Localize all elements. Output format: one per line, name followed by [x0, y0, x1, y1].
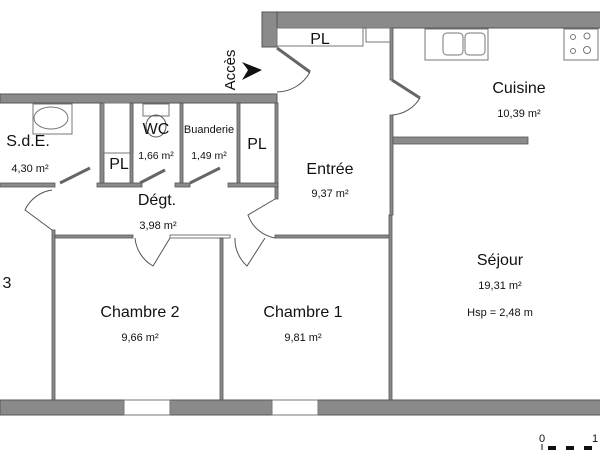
partition: [96, 182, 143, 188]
room-name-chambre2: Chambre 2: [100, 304, 179, 321]
access-label: Accès: [222, 50, 239, 91]
window: [271, 399, 319, 416]
svg-text:0: 0: [539, 433, 545, 445]
door-swing: [24, 46, 421, 267]
partition: [227, 182, 279, 188]
room-area-chambre2: 9,66 m²: [121, 332, 159, 344]
room-area-degt: 3,98 m²: [139, 220, 177, 232]
closet-pl-top: [276, 27, 364, 47]
room-area-cuisine: 10,39 m²: [497, 108, 541, 120]
window: [123, 399, 171, 416]
upper-left-wall: [0, 93, 278, 104]
room-area-wc: 1,66 m²: [138, 150, 174, 162]
room-name-chambre3: 3: [3, 275, 12, 292]
room-area-buanderie: 1,49 m²: [191, 150, 227, 162]
room-name-pl: PL: [109, 156, 129, 173]
room-name-cuisine: Cuisine: [492, 80, 545, 97]
partition: [389, 114, 394, 216]
partition: [0, 182, 56, 188]
svg-text:1: 1: [592, 433, 598, 445]
room-name-sde: S.d.E.: [6, 133, 50, 150]
room-name-wc: WC: [143, 121, 170, 138]
toilet-icon: [142, 103, 170, 138]
partition: [389, 27, 394, 81]
room-area-sejour: 19,31 m²: [478, 280, 522, 292]
partition: [179, 102, 184, 186]
partition: [169, 234, 231, 239]
duct: [365, 27, 391, 43]
stove-icon: [563, 28, 599, 61]
room-name-chambre1: Chambre 1: [263, 304, 342, 321]
partition: [388, 214, 393, 401]
room-name-sejour: Séjour: [477, 252, 524, 269]
partition: [174, 182, 191, 188]
sink-icon: [424, 28, 489, 61]
washbasin-icon: [32, 103, 73, 135]
partition: [51, 229, 56, 401]
partition: [99, 102, 105, 186]
entry-pillar-wall: [261, 11, 278, 48]
partition: [236, 102, 241, 186]
room-name-pl: PL: [247, 136, 267, 153]
room-area-chambre1: 9,81 m²: [284, 332, 322, 344]
room-name-buanderie: Buanderie: [184, 124, 234, 136]
partition: [219, 237, 224, 401]
room-name-entree: Entrée: [306, 161, 353, 178]
partition: [54, 234, 134, 239]
room-name-pl: PL: [310, 31, 330, 48]
room-height-sejour: Hsp = 2,48 m: [467, 307, 533, 319]
partition: [129, 102, 134, 186]
access-arrow-icon: [242, 62, 262, 80]
room-area-entree: 9,37 m²: [311, 188, 349, 200]
partition: [274, 234, 391, 239]
room-name-degt: Dégt.: [138, 192, 176, 209]
partition: [103, 102, 134, 154]
room-area-sde: 4,30 m²: [11, 163, 49, 175]
top-exterior-wall: [261, 11, 600, 29]
partition: [392, 136, 529, 145]
partition: [274, 102, 279, 200]
scale-bar: 0 1: [539, 433, 598, 450]
